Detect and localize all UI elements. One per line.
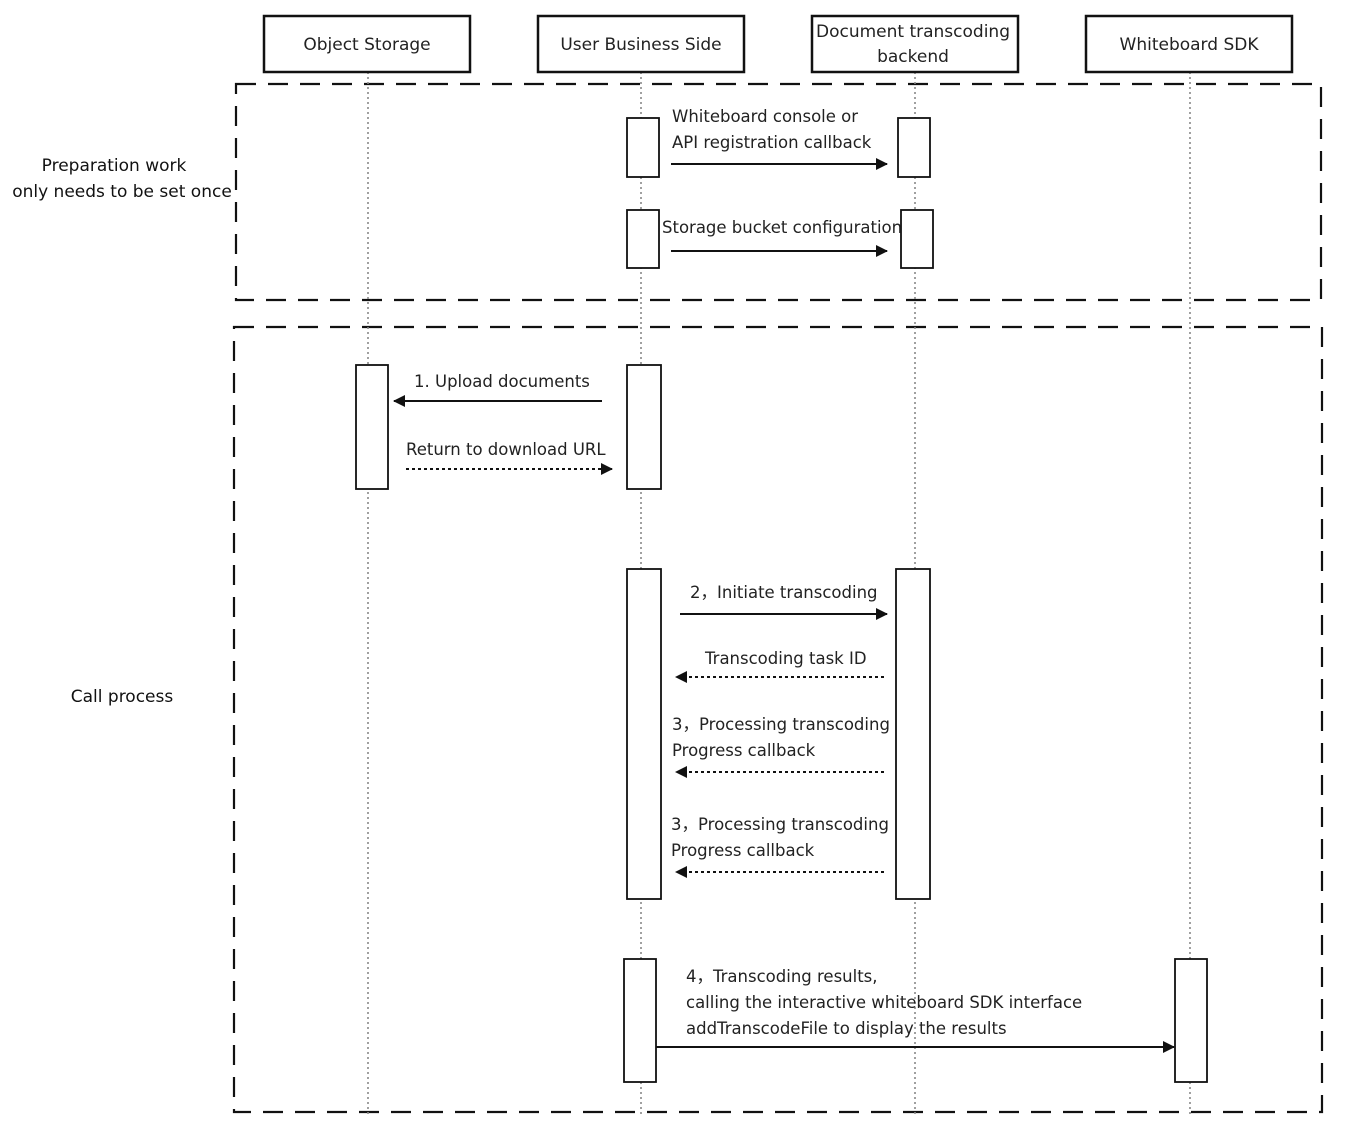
activation-bar-user-prep-1	[626, 117, 660, 178]
message-task-id: Transcoding task ID	[675, 649, 884, 683]
message-transcoding-results-label-line1: 4，Transcoding results,	[686, 967, 878, 986]
group-label-preparation-line2: only needs to be set once	[12, 182, 232, 202]
participant-user-business-side-label: User Business Side	[560, 35, 721, 55]
message-register-callback-label-line2: API registration callback	[672, 133, 872, 152]
message-return-download-url: Return to download URL	[406, 440, 613, 475]
message-upload-documents-label: 1. Upload documents	[414, 372, 590, 391]
message-progress-callback-2-label-line1: 3，Processing transcoding	[671, 815, 889, 834]
participant-document-transcoding-backend-label-line2: backend	[877, 47, 949, 67]
message-progress-callback-1-label-line2: Progress callback	[672, 741, 816, 760]
participant-document-transcoding-backend-label-line1: Document transcoding	[816, 22, 1010, 42]
message-progress-callback-1: 3，Processing transcoding Progress callba…	[672, 715, 890, 778]
group-label-call-process: Call process	[71, 687, 174, 707]
message-bucket-config-label: Storage bucket configuration	[662, 218, 902, 237]
message-progress-callback-2: 3，Processing transcoding Progress callba…	[671, 815, 889, 878]
activation-bar-backend-prep-1	[897, 117, 931, 178]
activation-bar-sdk-results	[1174, 958, 1208, 1083]
activation-bar-storage-upload	[355, 364, 389, 490]
group-frame-call-process	[232, 325, 1324, 1114]
participant-whiteboard-sdk: Whiteboard SDK	[1084, 14, 1294, 74]
message-progress-callback-2-label-line2: Progress callback	[671, 841, 815, 860]
activation-bar-user-upload	[626, 364, 662, 490]
message-register-callback: Whiteboard console or API registration c…	[671, 107, 888, 170]
participant-whiteboard-sdk-label: Whiteboard SDK	[1120, 35, 1260, 55]
message-return-download-url-label: Return to download URL	[406, 440, 606, 459]
message-upload-documents: 1. Upload documents	[393, 372, 602, 407]
message-bucket-config: Storage bucket configuration	[662, 218, 902, 257]
message-progress-callback-1-label-line1: 3，Processing transcoding	[672, 715, 890, 734]
activation-bar-backend-transcode	[895, 568, 931, 900]
group-frame-preparation	[234, 82, 1323, 302]
activation-bar-user-transcode	[626, 568, 662, 900]
participant-user-business-side: User Business Side	[536, 14, 746, 74]
activation-bar-user-prep-2	[626, 209, 660, 269]
participant-document-transcoding-backend: Document transcoding backend	[810, 14, 1020, 74]
activation-bar-user-results	[623, 958, 657, 1083]
participant-object-storage-label: Object Storage	[303, 35, 430, 55]
participant-object-storage: Object Storage	[262, 14, 472, 74]
message-transcoding-results-label-line3: addTranscodeFile to display the results	[686, 1019, 1007, 1038]
message-task-id-label: Transcoding task ID	[704, 649, 867, 668]
group-label-preparation-line1: Preparation work	[42, 156, 187, 176]
message-transcoding-results-label-line2: calling the interactive whiteboard SDK i…	[686, 993, 1082, 1012]
message-transcoding-results: 4，Transcoding results, calling the inter…	[656, 967, 1175, 1053]
activation-bar-backend-prep-2	[900, 209, 934, 269]
message-initiate-transcoding: 2，Initiate transcoding	[680, 583, 888, 620]
message-register-callback-label-line1: Whiteboard console or	[672, 107, 858, 126]
message-initiate-transcoding-label: 2，Initiate transcoding	[690, 583, 878, 602]
